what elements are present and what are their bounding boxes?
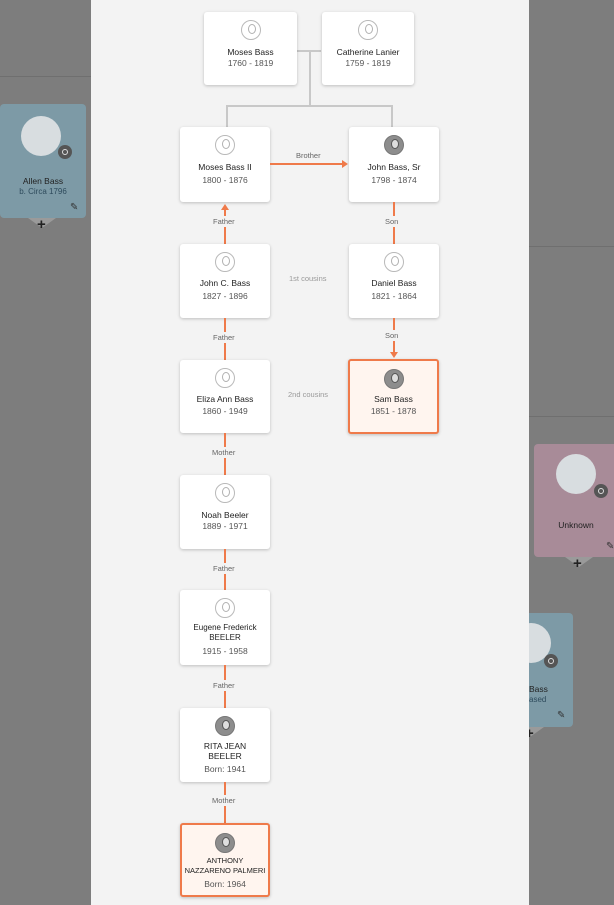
person-dates: b. Circa 1796 xyxy=(19,187,67,196)
relation-label: Father xyxy=(211,332,237,343)
add-icon[interactable]: + xyxy=(573,555,582,572)
person-name: Allen Bass xyxy=(22,176,64,186)
person-card-anthony-palmeri[interactable]: ANTHONY NAZZARENO PALMERI Born: 1964 xyxy=(180,823,270,897)
person-name: John C. Bass xyxy=(199,278,251,288)
person-card-rita-beeler[interactable]: RITA JEAN BEELER Born: 1941 xyxy=(180,708,270,782)
relationship-panel: Moses Bass 1760 - 1819 Catherine Lanier … xyxy=(91,0,529,905)
person-dates: 1821 - 1864 xyxy=(371,291,417,301)
person-photo xyxy=(384,135,404,155)
person-dates: 1759 - 1819 xyxy=(345,58,391,68)
person-dates: 1760 - 1819 xyxy=(227,58,274,68)
person-card-eugene-beeler[interactable]: Eugene Frederick BEELER 1915 - 1958 xyxy=(180,590,270,665)
person-name: Eliza Ann Bass xyxy=(196,394,254,404)
person-silhouette-icon xyxy=(384,252,404,272)
person-dates: 1851 - 1878 xyxy=(370,406,417,416)
person-name: Daniel Bass xyxy=(371,278,417,288)
person-name: Moses Bass xyxy=(227,47,274,57)
person-dates: 1915 - 1958 xyxy=(202,646,248,656)
person-dates: Born: 1941 xyxy=(204,764,246,774)
person-name: RITA JEAN BEELER xyxy=(203,741,247,761)
relation-label: Father xyxy=(211,216,237,227)
person-name: Unknown xyxy=(558,520,594,530)
camera-icon[interactable] xyxy=(544,654,558,668)
person-silhouette-icon xyxy=(215,368,235,388)
person-photo xyxy=(215,833,235,853)
add-icon[interactable]: + xyxy=(525,725,534,742)
backdrop-divider xyxy=(529,246,614,247)
avatar xyxy=(21,116,61,156)
card-notch xyxy=(28,218,56,228)
edit-icon[interactable]: ✎ xyxy=(557,710,566,721)
person-card-catherine-lanier[interactable]: Catherine Lanier 1759 - 1819 xyxy=(322,12,414,85)
backdrop-divider xyxy=(529,416,614,417)
card-notch xyxy=(516,727,544,737)
arrow-down-icon xyxy=(390,352,398,358)
arrow-up-icon xyxy=(221,204,229,210)
person-dates: 1827 - 1896 xyxy=(202,291,248,301)
person-dates: 1798 - 1874 xyxy=(371,175,417,185)
relation-connector xyxy=(270,163,343,165)
person-dates: 1860 - 1949 xyxy=(202,406,248,416)
relation-label: Father xyxy=(211,563,237,574)
person-dates: 1800 - 1876 xyxy=(202,175,248,185)
family-connector xyxy=(226,105,228,127)
relation-label: Father xyxy=(211,680,237,691)
person-card-john-c-bass[interactable]: John C. Bass 1827 - 1896 xyxy=(180,244,270,318)
person-silhouette-icon xyxy=(215,135,235,155)
cousin-label: 2nd cousins xyxy=(288,390,329,399)
person-name: ANTHONY NAZZARENO PALMERI xyxy=(184,856,266,875)
relation-label: Mother xyxy=(210,795,238,806)
avatar xyxy=(556,454,596,494)
person-name: Sam Bass xyxy=(374,394,413,404)
person-silhouette-icon xyxy=(215,598,235,618)
relation-label: Son xyxy=(383,216,401,227)
person-dates: ased xyxy=(529,695,547,704)
person-dates: 1889 - 1971 xyxy=(202,521,248,531)
camera-icon[interactable] xyxy=(58,145,72,159)
family-connector xyxy=(391,105,393,127)
person-card-john-bass-sr[interactable]: John Bass, Sr 1798 - 1874 xyxy=(349,127,439,202)
person-photo xyxy=(383,369,404,389)
background-person-card[interactable]: Unknown ✎ xyxy=(534,444,614,557)
relation-label: Son xyxy=(383,330,401,341)
person-card-moses-bass[interactable]: Moses Bass 1760 - 1819 xyxy=(204,12,297,85)
person-name: Bass xyxy=(529,684,548,694)
add-icon[interactable]: + xyxy=(37,216,46,233)
person-name: Eugene Frederick BEELER xyxy=(193,623,257,642)
edit-icon[interactable]: ✎ xyxy=(70,202,79,213)
person-photo xyxy=(215,716,235,736)
person-card-eliza-ann-bass[interactable]: Eliza Ann Bass 1860 - 1949 xyxy=(180,360,270,433)
edit-icon[interactable]: ✎ xyxy=(606,541,614,552)
person-silhouette-icon xyxy=(215,483,235,503)
person-name: Catherine Lanier xyxy=(336,47,400,57)
relation-label: Brother xyxy=(294,150,323,161)
card-notch xyxy=(565,557,593,567)
person-name: Moses Bass II xyxy=(198,162,252,172)
person-card-daniel-bass[interactable]: Daniel Bass 1821 - 1864 xyxy=(349,244,439,318)
backdrop-divider xyxy=(0,76,91,77)
person-silhouette-icon xyxy=(240,20,261,40)
person-name: Noah Beeler xyxy=(201,510,249,520)
relation-label: Mother xyxy=(210,447,238,458)
person-silhouette-icon xyxy=(215,252,235,272)
arrow-right-icon xyxy=(342,160,348,168)
person-card-noah-beeler[interactable]: Noah Beeler 1889 - 1971 xyxy=(180,475,270,549)
family-connector xyxy=(309,50,311,107)
person-silhouette-icon xyxy=(358,20,378,40)
background-person-card[interactable]: Allen Bass b. Circa 1796 ✎ xyxy=(0,104,86,218)
cousin-label: 1st cousins xyxy=(289,274,327,283)
camera-icon[interactable] xyxy=(594,484,608,498)
person-card-moses-bass-ii[interactable]: Moses Bass II 1800 - 1876 xyxy=(180,127,270,202)
person-name: John Bass, Sr xyxy=(367,162,421,172)
person-card-sam-bass[interactable]: Sam Bass 1851 - 1878 xyxy=(348,359,439,434)
relation-connector xyxy=(224,210,226,244)
family-connector xyxy=(226,105,393,107)
person-dates: Born: 1964 xyxy=(204,879,246,889)
